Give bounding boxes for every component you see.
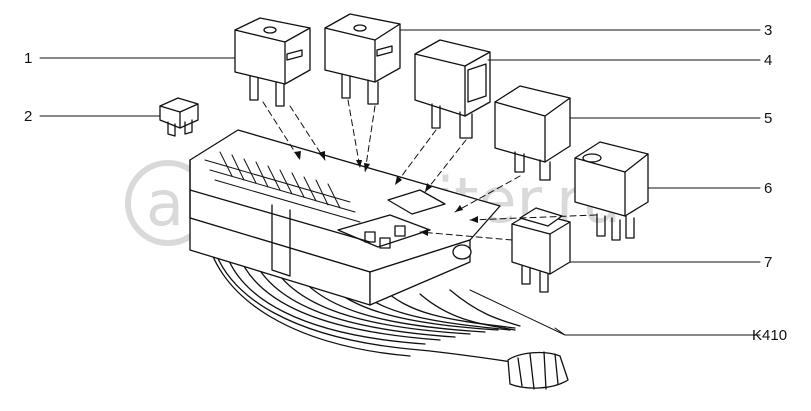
- fuse-box: [189, 129, 501, 306]
- callout-6: 6: [764, 180, 772, 197]
- callout-2: 2: [24, 108, 32, 125]
- harness-sleeve: [507, 351, 569, 390]
- relay-4: [414, 39, 491, 139]
- callout-4: 4: [764, 52, 772, 69]
- callout-harness: K410: [752, 327, 787, 344]
- fuse-2: [159, 97, 199, 137]
- callout-3: 3: [764, 22, 772, 39]
- callout-7: 7: [764, 254, 772, 271]
- relay-7: [511, 207, 571, 293]
- assembly-guide-lines: [262, 99, 597, 241]
- relay-6: [574, 141, 649, 241]
- relay-3: [324, 13, 401, 105]
- svg-text:a: a: [146, 167, 184, 240]
- relay-5: [494, 85, 571, 181]
- callout-labels: 1 2 3 4 5 6 7 K410: [24, 22, 787, 344]
- leader-lines: [39, 29, 761, 336]
- callout-5: 5: [764, 110, 772, 127]
- relay-1: [234, 17, 311, 107]
- guide-arrowheads: [294, 151, 478, 236]
- callout-1: 1: [24, 50, 32, 67]
